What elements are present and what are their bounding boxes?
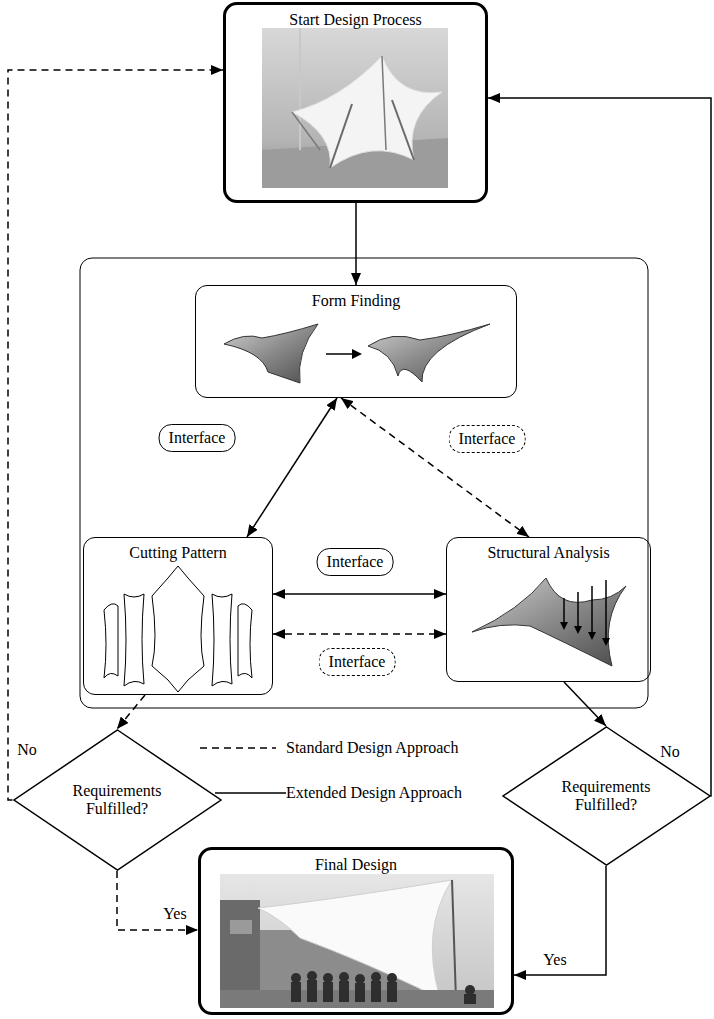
form-finding-sketch — [224, 324, 490, 383]
process-box: Form Finding — [195, 285, 517, 398]
branch-label: No — [658, 743, 682, 761]
interface-label: Interface — [159, 424, 236, 452]
standard-connector — [117, 695, 145, 729]
extended-connector — [273, 593, 446, 595]
extended-connector — [564, 682, 606, 726]
start-box: Start Design Process — [223, 2, 488, 203]
legend-entry: Standard Design Approach — [200, 738, 500, 758]
built-photo — [220, 874, 494, 1008]
cutting-pattern-sketch — [104, 566, 252, 692]
extended-connector — [514, 866, 606, 975]
decision-diamond: Requirements Fulfilled? — [13, 729, 222, 871]
end-box: Final Design — [198, 847, 514, 1015]
diamond-shape — [14, 730, 221, 870]
interface-label: Interface — [449, 425, 526, 453]
node-label: Cutting Pattern — [84, 544, 272, 562]
node-label: Final Design — [201, 856, 511, 874]
extended-connector — [355, 203, 357, 285]
node-label: Structural Analysis — [447, 544, 650, 562]
legend-line — [200, 747, 276, 749]
node-label: Requirements Fulfilled? — [62, 782, 172, 818]
diamond-shape — [503, 727, 710, 865]
legend-sample — [215, 783, 295, 803]
standard-connector — [117, 871, 198, 930]
process-box: Cutting Pattern — [83, 537, 273, 695]
legend-text: Extended Design Approach — [286, 784, 462, 802]
branch-label: No — [15, 741, 39, 759]
structural-analysis-sketch — [472, 578, 626, 666]
legend-line — [215, 792, 291, 794]
process-frame — [80, 258, 648, 708]
process-box: Structural Analysis — [446, 537, 651, 682]
legend-sample — [200, 738, 280, 758]
node-label: Requirements Fulfilled? — [551, 778, 661, 814]
model-photo — [262, 28, 448, 188]
branch-label: Yes — [541, 951, 568, 969]
legend-entry: Extended Design Approach — [215, 783, 515, 803]
standard-connector — [273, 633, 446, 635]
node-label: Form Finding — [196, 292, 516, 310]
node-label: Start Design Process — [226, 11, 485, 29]
branch-label: Yes — [161, 905, 188, 923]
interface-label: Interface — [317, 548, 394, 576]
standard-connector — [341, 398, 529, 537]
legend-text: Standard Design Approach — [286, 739, 458, 757]
interface-label: Interface — [319, 648, 396, 676]
extended-connector — [247, 398, 337, 537]
